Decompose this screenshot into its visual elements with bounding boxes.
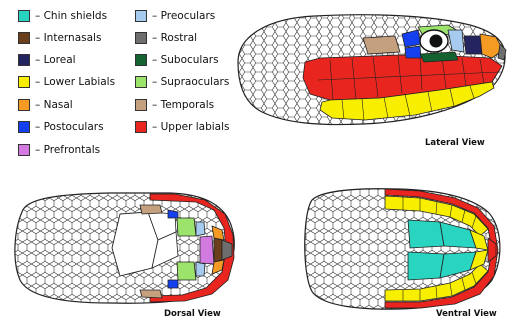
ventral-view-head [305, 189, 500, 309]
ventral-view-label: Ventral View [436, 309, 497, 319]
lateral-view-label: Lateral View [425, 138, 485, 148]
dorsal-view-label: Dorsal View [164, 309, 221, 319]
lateral-view-head [238, 15, 506, 125]
dorsal-view-head [15, 193, 234, 303]
